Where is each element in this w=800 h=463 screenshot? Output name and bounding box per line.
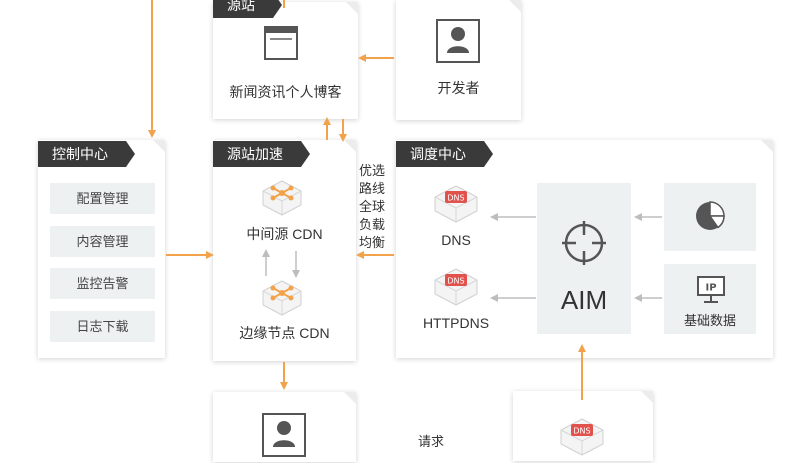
route-annotation-line-3: 全球 bbox=[359, 199, 386, 214]
dns-label: DNS bbox=[441, 232, 471, 248]
dns-server-icon: DNS bbox=[432, 183, 480, 230]
edge-cdn-label: 边缘节点 CDN bbox=[239, 325, 330, 341]
pie-chart-icon bbox=[694, 200, 726, 237]
menu-item-logs[interactable]: 日志下载 bbox=[50, 311, 155, 342]
network-node-icon bbox=[260, 178, 304, 223]
menu-item-content[interactable]: 内容管理 bbox=[50, 226, 155, 257]
accel-panel-title: 源站加速 bbox=[213, 141, 310, 167]
connector-arrows bbox=[148, 0, 662, 400]
httpdns-icon-text: DNS bbox=[447, 277, 464, 286]
aim-label: AIM bbox=[560, 285, 608, 315]
ip-icon-text: IP bbox=[705, 283, 716, 294]
dispatch-panel-title: 调度中心 bbox=[396, 141, 493, 167]
mid-cdn-label: 中间源 CDN bbox=[246, 226, 323, 242]
user-icon bbox=[272, 420, 296, 453]
source-panel bbox=[213, 2, 358, 119]
route-annotation-line-1: 优选 bbox=[359, 163, 386, 178]
network-node-icon bbox=[260, 278, 304, 323]
httpdns-label: HTTPDNS bbox=[422, 315, 490, 331]
source-label: 新闻资讯个人博客 bbox=[229, 84, 342, 100]
request-label: 请求 bbox=[418, 434, 445, 449]
dns-server-icon: DNS bbox=[558, 416, 606, 463]
route-annotation-line-5: 均衡 bbox=[359, 235, 386, 250]
accel-panel bbox=[213, 140, 356, 361]
dns-icon-text: DNS bbox=[447, 194, 464, 203]
route-annotation-line-2: 路线 bbox=[359, 181, 386, 196]
basic-data-label: 基础数据 bbox=[683, 313, 736, 328]
control-panel-title: 控制中心 bbox=[38, 141, 135, 167]
user-icon bbox=[446, 26, 470, 59]
route-annotation-line-4: 负载 bbox=[359, 217, 386, 232]
bottom-dns-icon-text: DNS bbox=[573, 427, 590, 436]
source-panel-title: 源站 bbox=[213, 0, 282, 18]
crosshair-target-icon bbox=[561, 220, 607, 271]
menu-item-config[interactable]: 配置管理 bbox=[50, 183, 155, 214]
ip-monitor-icon: IP bbox=[696, 275, 726, 310]
developer-label: 开发者 bbox=[437, 80, 480, 96]
dns-server-icon: DNS bbox=[432, 266, 480, 313]
menu-item-monitor[interactable]: 监控告警 bbox=[50, 268, 155, 299]
browser-window-icon bbox=[264, 26, 298, 65]
